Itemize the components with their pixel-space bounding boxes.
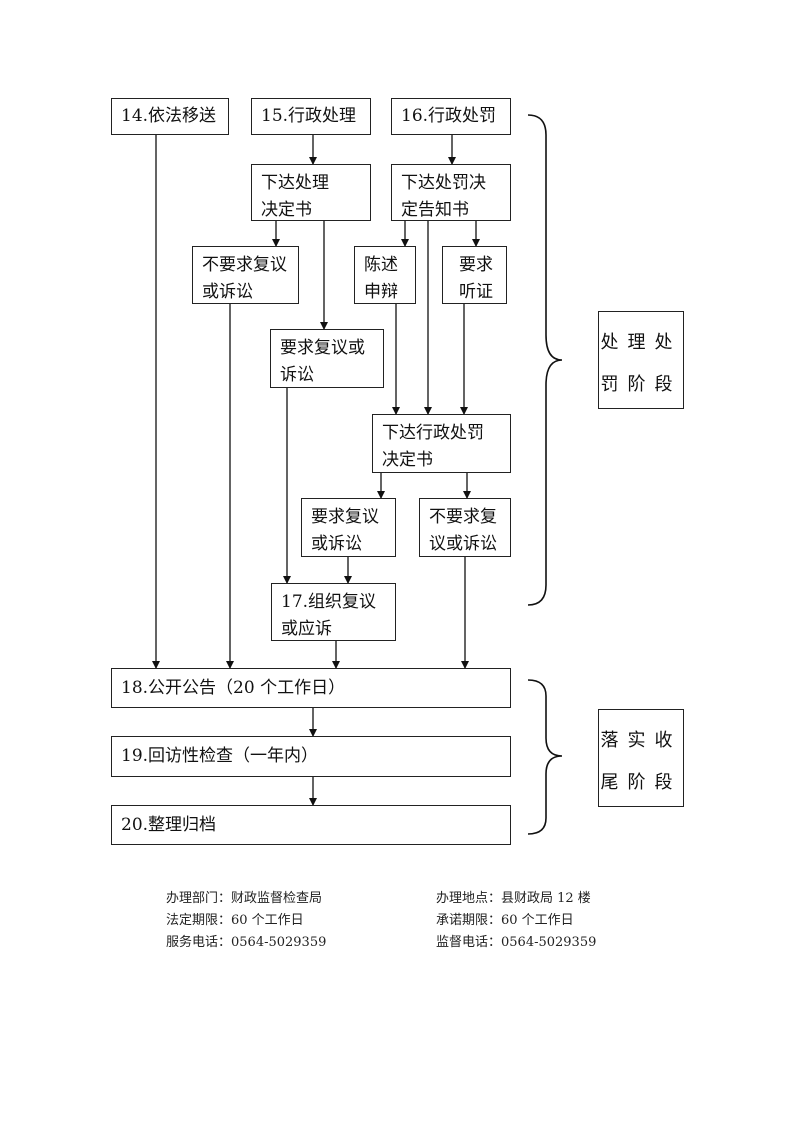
stage-processing-penalty: 处理处 罚阶段 <box>598 311 684 409</box>
node-request-hearing: 要求 听证 <box>442 246 507 304</box>
footer-handling-location: 办理地点：县财政局 12 楼 <box>436 891 591 906</box>
node-14-transfer: 14.依法移送 <box>111 98 229 135</box>
node-15-admin-handling: 15.行政处理 <box>251 98 371 135</box>
node-no-review-a: 不要求复议 或诉讼 <box>192 246 299 304</box>
footer-supervision-phone: 监督电话：0564-5029359 <box>436 935 597 950</box>
footer-statutory-period: 法定期限：60 个工作日 <box>166 913 304 928</box>
stage-implementation-closing: 落实收 尾阶段 <box>598 709 684 807</box>
footer-handling-department: 办理部门：财政监督检查局 <box>166 891 323 906</box>
node-18-public-notice: 18.公开公告（20 个工作日） <box>111 668 511 708</box>
node-16-admin-penalty: 16.行政处罚 <box>391 98 511 135</box>
node-no-review-b: 不要求复 议或诉讼 <box>419 498 511 557</box>
footer-promised-period: 承诺期限：60 个工作日 <box>436 913 574 928</box>
node-review-b: 要求复议 或诉讼 <box>301 498 396 557</box>
brace-processing-stage <box>527 114 563 606</box>
node-review-a: 要求复议或 诉讼 <box>270 329 384 388</box>
node-issue-admin-penalty-decision: 下达行政处罚 决定书 <box>372 414 511 473</box>
node-state-defense: 陈述 申辩 <box>354 246 416 304</box>
node-issue-penalty-decision-notice: 下达处罚决 定告知书 <box>391 164 511 221</box>
brace-implementation-stage <box>527 679 563 835</box>
footer-service-phone: 服务电话：0564-5029359 <box>166 935 327 950</box>
node-issue-handling-decision: 下达处理 决定书 <box>251 164 371 221</box>
node-19-followup-inspection: 19.回访性检查（一年内） <box>111 736 511 777</box>
node-17-review-or-litigation: 17.组织复议 或应诉 <box>271 583 396 641</box>
node-20-archive: 20.整理归档 <box>111 805 511 845</box>
